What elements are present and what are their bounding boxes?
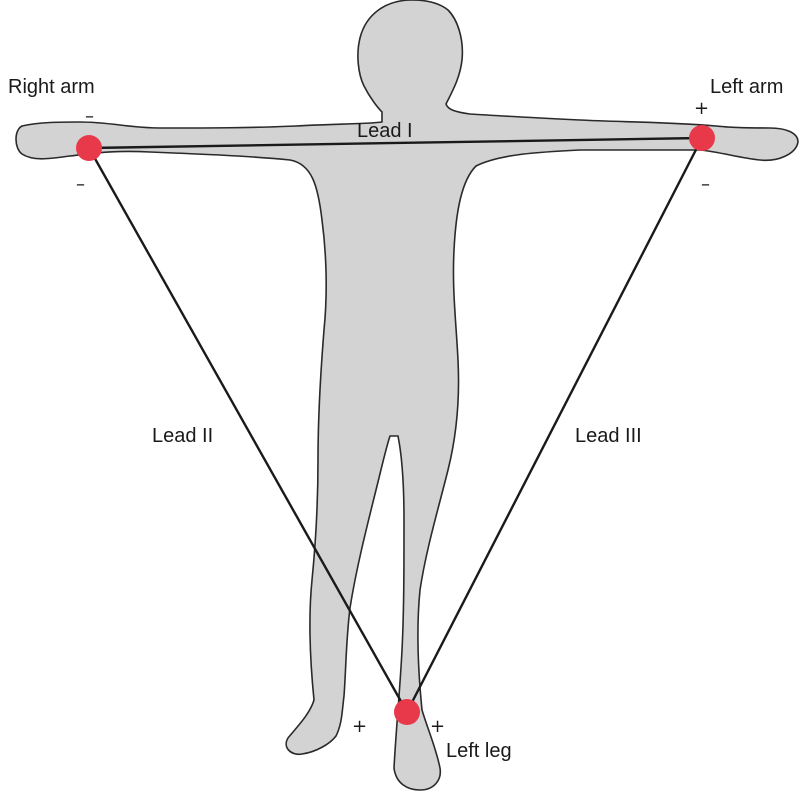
electrodes [76, 125, 715, 725]
left-arm-sign-bottom: – [701, 174, 710, 195]
human-figure [15, 0, 799, 791]
left-leg-sign-right: + [430, 716, 445, 737]
lead-1-label: Lead I [357, 120, 413, 142]
right-arm-electrode [76, 135, 102, 161]
left-arm-label: Left arm [710, 76, 783, 98]
left-leg-electrode [394, 699, 420, 725]
left-leg-label: Left leg [446, 740, 512, 762]
lead-3-label: Lead III [575, 425, 642, 447]
right-arm-sign-top: – [85, 106, 94, 127]
right-arm-label: Right arm [8, 76, 95, 98]
lead-3-line [405, 137, 704, 713]
left-leg-sign-left: + [352, 716, 367, 737]
lead-1-line [88, 136, 703, 150]
body-silhouette [15, 0, 799, 791]
left-arm-sign-top: + [694, 98, 709, 119]
left-arm-electrode [689, 125, 715, 151]
lead-2-label: Lead II [152, 425, 213, 447]
lead-lines [87, 136, 704, 713]
lead-2-line [87, 147, 409, 713]
right-arm-sign-bottom: – [76, 174, 85, 195]
